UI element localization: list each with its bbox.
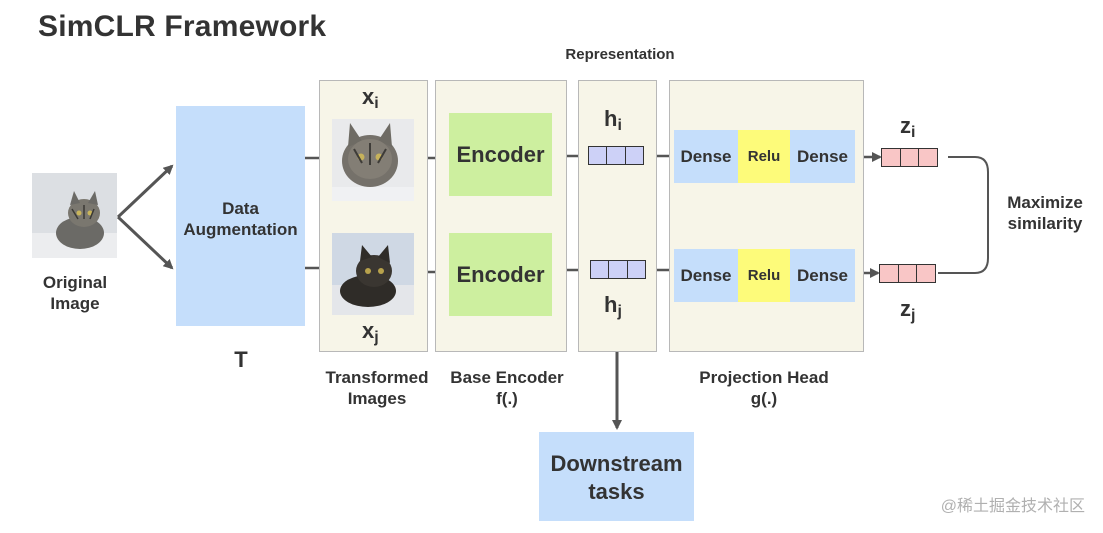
dense-top-right: Dense — [790, 130, 855, 183]
hj-vector — [590, 260, 646, 279]
original-cat-image — [32, 173, 117, 258]
relu-bottom: Relu — [738, 249, 790, 302]
zj-label: zj — [900, 296, 916, 324]
projection-head-label: Projection Head g(.) — [699, 368, 829, 409]
watermark: @稀土掘金技术社区 — [940, 498, 1085, 515]
encoder-top: Encoder — [449, 113, 552, 196]
encoder-bottom: Encoder — [449, 233, 552, 316]
data-augmentation-box — [176, 106, 305, 326]
hj-label: hj — [604, 292, 622, 320]
dense-bottom-left: Dense — [674, 249, 738, 302]
representation-label: Representation — [565, 46, 675, 63]
hi-vector — [588, 146, 644, 165]
arrow-original-to-aug-bottom — [116, 215, 174, 270]
t-label: T — [234, 347, 248, 372]
dense-top-left: Dense — [674, 130, 738, 183]
xi-label: xi — [362, 84, 379, 112]
relu-top: Relu — [738, 130, 790, 183]
similarity-brace — [938, 156, 989, 274]
xj-label: xj — [362, 318, 379, 346]
zi-vector — [881, 148, 938, 167]
base-encoder-label: Base Encoder f(.) — [450, 368, 564, 409]
arrow-original-to-aug-top — [116, 164, 174, 219]
cat-image-xi — [332, 119, 414, 201]
downstream-tasks-label: Downstream tasks — [550, 451, 683, 504]
page-title: SimCLR Framework — [38, 10, 327, 43]
maximize-similarity-label: Maximize similarity — [1007, 193, 1083, 234]
downstream-tasks-box — [539, 432, 694, 521]
representation-panel — [578, 80, 657, 352]
projection-head-panel — [669, 80, 864, 352]
zj-vector — [879, 264, 936, 283]
hi-label: hi — [604, 106, 622, 134]
dense-bottom-right: Dense — [790, 249, 855, 302]
data-augmentation-label: Data Augmentation — [183, 199, 298, 240]
transformed-images-label: Transformed Images — [325, 368, 429, 409]
zi-label: zi — [900, 113, 916, 141]
original-image-label: Original Image — [42, 273, 108, 314]
cat-image-xj — [332, 233, 414, 315]
